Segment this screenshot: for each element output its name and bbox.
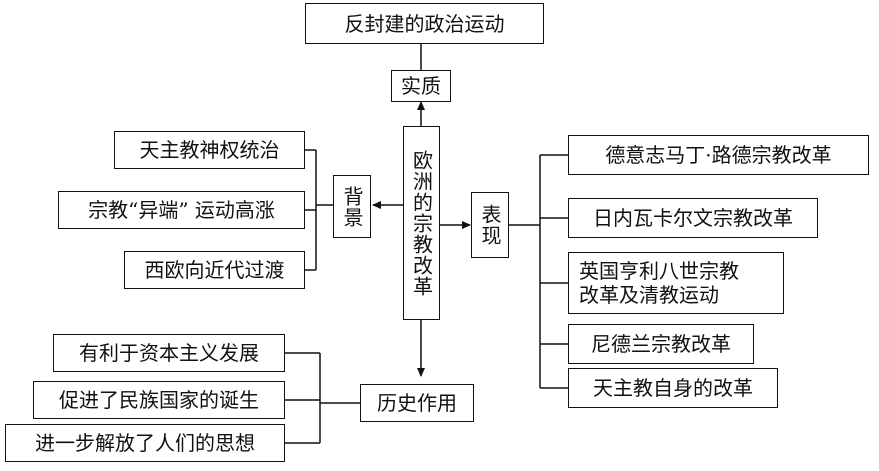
manifestation-item-4: 尼德兰宗教改革 bbox=[568, 324, 754, 364]
impact-item-1: 有利于资本主义发展 bbox=[53, 334, 285, 372]
manifestation-label-box: 表现 bbox=[471, 192, 509, 258]
impact-item-3: 进一步解放了人们的思想 bbox=[5, 424, 285, 462]
background-item-2: 宗教“异端” 运动高涨 bbox=[58, 191, 305, 229]
essence-label-box: 实质 bbox=[391, 70, 451, 102]
essence-content-box: 反封建的政治运动 bbox=[305, 3, 544, 44]
manifestation-item-3: 英国亨利八世宗教 改革及清教运动 bbox=[568, 252, 784, 314]
manifestation-item-2: 日内瓦卡尔文宗教改革 bbox=[568, 198, 818, 238]
impact-label-box: 历史作用 bbox=[360, 384, 474, 422]
impact-item-2: 促进了民族国家的诞生 bbox=[33, 381, 285, 419]
center-topic-box: 欧洲的宗教改革 bbox=[403, 126, 440, 320]
background-label-box: 背景 bbox=[333, 175, 371, 238]
manifestation-item-5: 天主教自身的改革 bbox=[568, 368, 778, 408]
manifestation-item-1: 德意志马丁·路德宗教改革 bbox=[568, 135, 869, 175]
background-item-1: 天主教神权统治 bbox=[114, 131, 305, 169]
background-item-3: 西欧向近代过渡 bbox=[124, 251, 305, 289]
